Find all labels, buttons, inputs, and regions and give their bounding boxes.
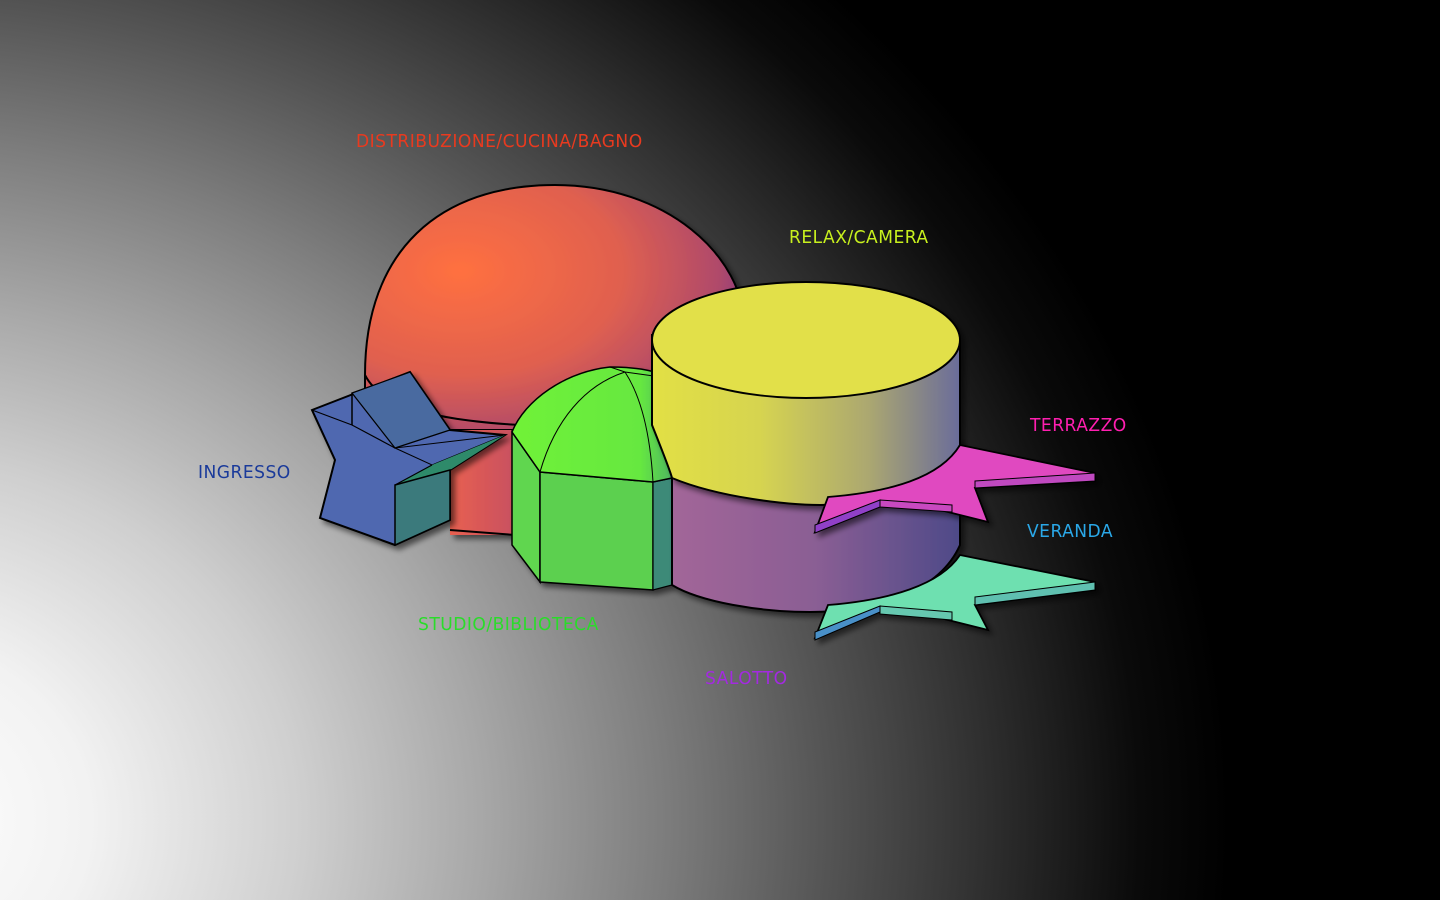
dome-distribuzione [364, 183, 746, 536]
star-terrazzo [813, 443, 1096, 534]
star-veranda [813, 553, 1096, 641]
star-ingresso [310, 370, 509, 547]
label-distribuzione-cucina-bagno: DISTRIBUZIONE/CUCINA/BAGNO [356, 131, 643, 152]
octagon-dome-studio [511, 366, 673, 591]
label-studio-biblioteca: STUDIO/BIBLIOTECA [418, 614, 599, 635]
label-terrazzo: TERRAZZO [1030, 415, 1127, 436]
cylinder-relax [651, 281, 961, 507]
label-relax-camera: RELAX/CAMERA [789, 227, 929, 248]
label-veranda: VERANDA [1027, 521, 1114, 542]
label-salotto: SALOTTO [705, 668, 788, 689]
label-ingresso: INGRESSO [198, 462, 291, 483]
